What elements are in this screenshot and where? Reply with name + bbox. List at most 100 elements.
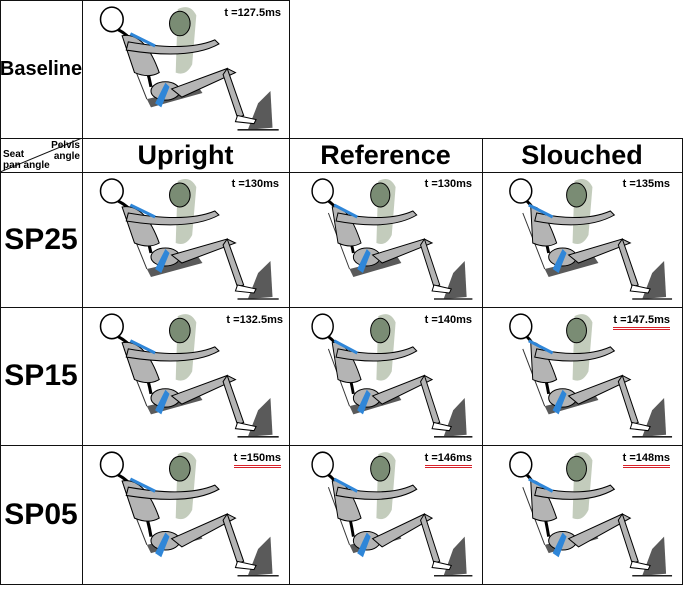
shin-shape	[617, 374, 639, 426]
footrest-shape	[247, 536, 273, 576]
corner-text: pan angle	[3, 160, 50, 171]
foot-shape	[234, 284, 257, 294]
lap-belt-shape	[552, 249, 567, 273]
shoulder-belt-line	[528, 203, 554, 219]
foot-shape	[431, 421, 452, 432]
lap-belt-shape	[357, 249, 371, 273]
skull-shape	[311, 313, 334, 340]
occupant-illustration	[509, 178, 673, 300]
dummy-head-shape	[169, 10, 191, 37]
time-label: t =140ms	[424, 314, 472, 326]
skull-shape	[509, 451, 533, 478]
ribcage-shape	[121, 206, 160, 247]
arm-shape	[125, 346, 220, 362]
shin-shape	[222, 67, 245, 119]
foot-shape	[234, 421, 257, 432]
shin-shape	[222, 237, 245, 288]
thigh-shape	[170, 67, 237, 98]
cell-sp15-upright: t =132.5ms	[83, 308, 289, 445]
footrest-shape	[247, 261, 273, 299]
footrest-shape	[443, 536, 467, 576]
skull-shape	[99, 178, 124, 204]
grid-line	[0, 0, 290, 1]
shin-shape	[420, 237, 441, 288]
skull-shape	[99, 313, 124, 340]
cell-sp15-slouched: t =147.5ms	[483, 308, 682, 445]
thigh-shape	[567, 374, 632, 405]
foot-shape	[234, 560, 257, 571]
time-label: t =146ms	[424, 452, 472, 468]
time-label: t =148ms	[622, 452, 670, 468]
time-label: t =132.5ms	[226, 314, 283, 326]
occupant-illustration	[311, 451, 473, 577]
occupant-illustration	[99, 178, 279, 300]
footrest-shape	[247, 397, 273, 437]
arm-shape	[125, 484, 220, 500]
foot-shape	[234, 114, 257, 125]
arm-shape	[335, 346, 418, 362]
ribcage-shape	[121, 34, 160, 77]
cell-sp25-slouched: t =135ms	[483, 173, 682, 307]
ribcage-shape	[121, 341, 160, 384]
skull-shape	[509, 178, 533, 204]
time-label: t =147.5ms	[613, 314, 670, 330]
corner-label-seat: Seat pan angle	[3, 149, 50, 171]
dummy-head-shape	[370, 455, 391, 482]
baseline-label: Baseline	[0, 57, 83, 80]
shoulder-belt-line	[528, 477, 554, 493]
dummy-head-shape	[169, 182, 191, 208]
occupant-illustration	[509, 451, 673, 577]
skull-shape	[99, 6, 124, 33]
footrest-shape	[247, 90, 273, 130]
dummy-head-shape	[566, 455, 587, 482]
shin-shape	[617, 512, 639, 565]
grid-line	[0, 172, 683, 173]
cell-sp15-reference: t =140ms	[290, 308, 482, 445]
footrest-shape	[642, 261, 667, 299]
shoulder-belt-line	[333, 203, 358, 219]
grid-line	[0, 307, 683, 308]
skull-shape	[99, 451, 124, 478]
occupant-illustration	[509, 313, 673, 438]
thigh-shape	[567, 238, 632, 264]
lap-belt-shape	[155, 249, 170, 273]
column-header-reference: Reference	[320, 139, 451, 170]
thigh-shape	[371, 374, 434, 405]
occupant-illustration	[99, 313, 279, 438]
lap-belt-shape	[155, 82, 170, 108]
grid-line	[0, 445, 683, 446]
lap-belt-shape	[155, 532, 170, 558]
grid-line	[0, 0, 1, 585]
shoulder-belt-line	[333, 477, 358, 493]
skull-shape	[311, 451, 334, 478]
cell-sp25-reference: t =130ms	[290, 173, 482, 307]
lap-belt-shape	[357, 532, 371, 558]
row-label-sp15: SP15	[4, 359, 78, 392]
shoulder-belt-line	[129, 32, 156, 48]
grid-line	[0, 584, 683, 585]
shoulder-belt-line	[129, 477, 156, 493]
cell-sp05-slouched: t =148ms	[483, 446, 682, 584]
corner-text: Pelvis	[51, 140, 80, 151]
arm-shape	[335, 210, 418, 226]
time-label: t =130ms	[424, 178, 472, 190]
column-header-upright: Upright	[137, 139, 234, 170]
corner-text: angle	[53, 151, 80, 162]
grid-line	[482, 138, 483, 585]
column-header-slouched: Slouched	[521, 139, 643, 170]
arm-shape	[534, 210, 616, 226]
foot-shape	[431, 560, 452, 571]
shoulder-belt-line	[129, 203, 156, 219]
thigh-shape	[371, 238, 434, 264]
thigh-shape	[371, 513, 434, 548]
shin-shape	[420, 374, 441, 426]
foot-shape	[629, 421, 651, 432]
shoulder-belt-line	[528, 339, 554, 355]
corner-text: Seat	[3, 149, 25, 160]
skull-shape	[509, 313, 533, 340]
thigh-shape	[170, 238, 237, 264]
foot-shape	[629, 560, 651, 571]
dummy-head-shape	[566, 182, 587, 208]
cell-sp05-upright: t =150ms	[83, 446, 289, 584]
